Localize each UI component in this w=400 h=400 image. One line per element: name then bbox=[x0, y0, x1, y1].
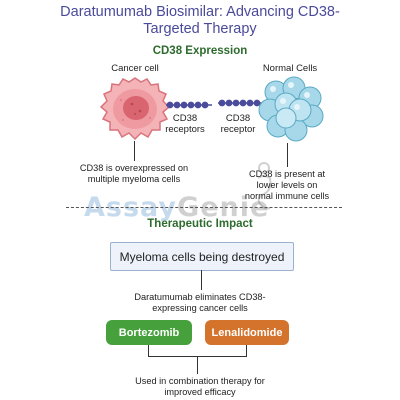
title-line-1: Daratumumab Biosimilar: Advancing CD38- bbox=[60, 4, 340, 20]
combination-line-2: improved efficacy bbox=[164, 387, 236, 397]
bortezomib-connector bbox=[148, 345, 150, 357]
myeloma-destroyed-box: Myeloma cells being destroyed bbox=[110, 242, 294, 271]
lenalidomide-connector bbox=[246, 345, 248, 357]
lenalidomide-pill: Lenalidomide bbox=[205, 320, 289, 345]
cancer-caption-connector bbox=[134, 141, 136, 161]
section-divider bbox=[66, 207, 342, 208]
combination-line-1: Used in combination therapy for bbox=[135, 376, 265, 386]
normal-caption-connector bbox=[287, 143, 289, 167]
cd38-receptor-label-line-2: receptor bbox=[220, 124, 256, 135]
normal-cells-icon bbox=[258, 76, 324, 142]
eliminates-line-2: expressing cancer cells bbox=[152, 303, 248, 313]
daratumumab-eliminates-text: Daratumumab eliminates CD38- expressing … bbox=[100, 292, 300, 314]
cancer-cell-caption: CD38 is overexpressed on multiple myelom… bbox=[64, 163, 204, 185]
cancer-cell-icon bbox=[99, 77, 171, 141]
cd38-expression-heading: CD38 Expression bbox=[152, 45, 248, 57]
title-line-2: Targeted Therapy bbox=[143, 21, 257, 37]
cancer-cell-label: Cancer cell bbox=[111, 63, 159, 74]
box-connector bbox=[201, 270, 203, 290]
combination-therapy-text: Used in combination therapy for improved… bbox=[100, 376, 300, 398]
normal-cells-caption: CD38 is present at lower levels on norma… bbox=[228, 169, 346, 202]
eliminates-line-1: Daratumumab eliminates CD38- bbox=[134, 292, 266, 302]
normal-caption-line-3: normal immune cells bbox=[244, 191, 330, 201]
combination-connector bbox=[197, 356, 199, 374]
cd38-receptor-label-line-1: CD38 bbox=[225, 113, 251, 124]
cd38-receptor-label: CD38 receptor bbox=[208, 113, 268, 135]
cd38-receptor-chain-right bbox=[218, 99, 264, 107]
normal-caption-line-1: CD38 is present at bbox=[248, 169, 326, 179]
genie-figure-icon bbox=[257, 162, 272, 210]
diagram-title: Daratumumab Biosimilar: Advancing CD38- … bbox=[0, 4, 400, 38]
cd38-receptors-label-line-1: CD38 bbox=[172, 113, 198, 124]
cd38-receptors-label: CD38 receptors bbox=[155, 113, 215, 135]
cancer-caption-line-1: CD38 is overexpressed on bbox=[79, 163, 189, 173]
normal-caption-line-2: lower levels on bbox=[256, 180, 318, 190]
cancer-caption-line-2: multiple myeloma cells bbox=[87, 174, 181, 184]
cd38-receptor-chain-left bbox=[166, 101, 212, 109]
cd38-receptors-label-line-2: receptors bbox=[165, 124, 205, 135]
normal-cells-label: Normal Cells bbox=[262, 63, 318, 74]
bortezomib-pill: Bortezomib bbox=[106, 320, 192, 345]
therapeutic-impact-heading: Therapeutic Impact bbox=[147, 218, 253, 230]
